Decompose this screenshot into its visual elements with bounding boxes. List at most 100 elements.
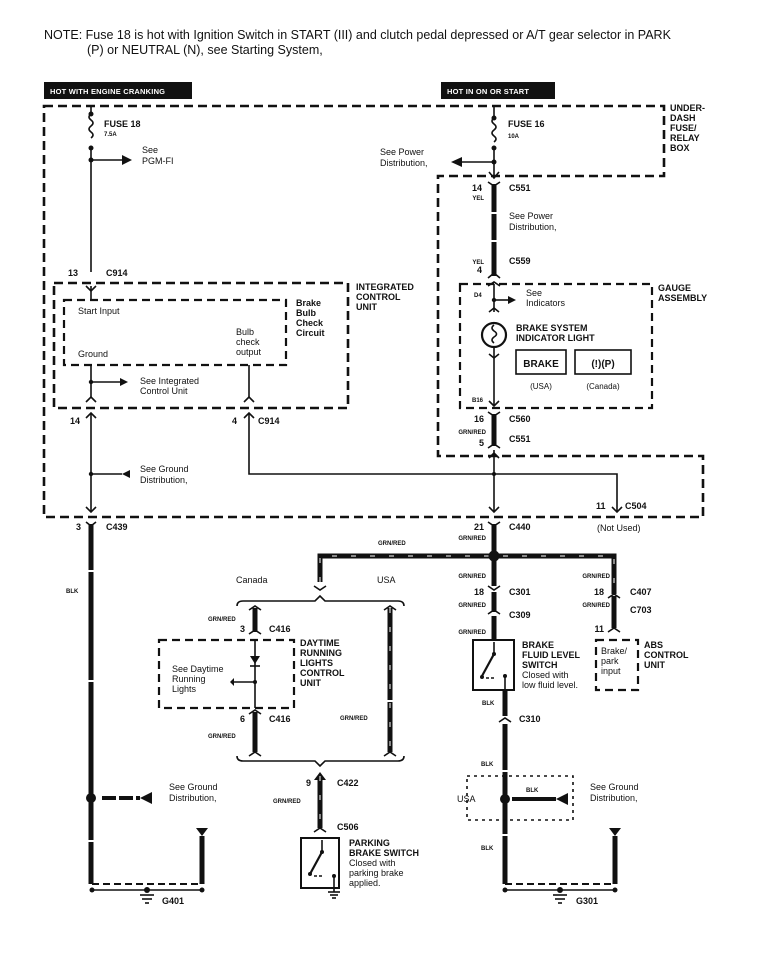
diagram-label: FUSE 16 bbox=[508, 119, 545, 129]
diagram-label: G401 bbox=[162, 896, 184, 906]
abs-control-unit-outline bbox=[594, 638, 640, 692]
arrow-left-icon bbox=[140, 792, 152, 804]
diagram-label: 10A bbox=[508, 134, 520, 140]
diagram-label: Ground bbox=[78, 349, 108, 359]
diagram-label: Check bbox=[296, 318, 324, 328]
diagram-label: C551 bbox=[509, 183, 531, 193]
brake-bulb-check-circuit-outline bbox=[62, 298, 288, 367]
diagram-label: Distribution, bbox=[509, 222, 557, 232]
diagram-label: C560 bbox=[509, 414, 531, 424]
diagram-label: (USA) bbox=[530, 382, 552, 391]
diagram-label: 4 bbox=[477, 265, 482, 275]
diagram-label: CONTROL bbox=[300, 668, 345, 678]
diagram-label: GRN/RED bbox=[208, 617, 236, 623]
diagram-label: BLK bbox=[482, 701, 495, 707]
diagram-label: 3 bbox=[240, 624, 245, 634]
branch-bracket bbox=[236, 594, 405, 607]
arrow-right-icon bbox=[122, 155, 132, 165]
diagram-label: HOT IN ON OR START bbox=[447, 87, 529, 96]
diagram-label: BRAKE SWITCH bbox=[349, 848, 419, 858]
diagram-label: Distribution, bbox=[380, 158, 428, 168]
diagram-label: BLK bbox=[526, 788, 539, 794]
diagram-label: GRN/RED bbox=[208, 734, 236, 740]
diagram-label: 6 bbox=[240, 714, 245, 724]
diagram-label: 11 bbox=[596, 501, 606, 511]
diagram-label: GRN/RED bbox=[582, 574, 610, 580]
diagram-label: 14 bbox=[70, 416, 80, 426]
brake-system-indicator-light: D4 See Indicators B16 BRAKE SYSTEM INDIC… bbox=[472, 281, 595, 408]
diagram-label: 9 bbox=[306, 778, 311, 788]
diagram-label: Distribution, bbox=[590, 793, 638, 803]
diagram-label: 5 bbox=[479, 438, 484, 448]
diagram-label: Distribution, bbox=[140, 475, 188, 485]
diagram-label: Control Unit bbox=[140, 386, 188, 396]
diagram-label: LIGHTS bbox=[300, 658, 333, 668]
diagram-label: See bbox=[142, 145, 158, 155]
diagram-label: 4 bbox=[232, 416, 237, 426]
diagram-label: Bulb bbox=[236, 327, 254, 337]
diagram-label: ABS bbox=[644, 640, 663, 650]
diagram-label: C310 bbox=[519, 714, 541, 724]
diagram-label: INDICATOR LIGHT bbox=[516, 333, 595, 343]
diagram-label: SWITCH bbox=[522, 660, 558, 670]
diagram-label: PGM-FI bbox=[142, 156, 174, 166]
diagram-label: USA bbox=[457, 794, 476, 804]
diagram-label: park bbox=[601, 656, 619, 666]
connector-c914-bottom: 14 4 C914 bbox=[70, 411, 280, 426]
diagram-label: 18 bbox=[594, 587, 604, 597]
diagram-label: YEL bbox=[472, 260, 484, 266]
diagram-label: Bulb bbox=[296, 308, 316, 318]
diagram-label: 18 bbox=[474, 587, 484, 597]
diagram-label: C559 bbox=[509, 256, 531, 266]
power-distribution-reference-top: See Power Distribution, bbox=[380, 147, 494, 168]
note-text: NOTE: Fuse 18 is hot with Ignition Switc… bbox=[44, 28, 754, 58]
arrow-left-icon bbox=[120, 378, 128, 386]
fuse-16: FUSE 16 10A bbox=[488, 106, 545, 180]
diagram-label: 16 bbox=[474, 414, 484, 424]
ground-g401: G401 bbox=[89, 828, 208, 906]
diagram-label: UNIT bbox=[356, 302, 377, 312]
diagram-label: GRN/RED bbox=[340, 716, 368, 722]
diagram-label: C416 bbox=[269, 714, 291, 724]
arrow-left-icon bbox=[122, 470, 130, 478]
diagram-label: C914 bbox=[106, 268, 128, 278]
wire-blk-left: 3 C439 BLK See Ground Distribution, bbox=[66, 521, 218, 884]
arrow-right-icon bbox=[508, 296, 516, 304]
diagram-label: PARKING bbox=[349, 838, 390, 848]
diagram-label: Closed with bbox=[349, 858, 396, 868]
merge-bracket bbox=[236, 755, 405, 768]
diagram-label: See Ground bbox=[140, 464, 189, 474]
brake-bulb-check-circuit-label: Brake Bulb Check Circuit bbox=[296, 298, 325, 338]
diagram-label: 11 bbox=[594, 624, 604, 634]
diagram-label: BLK bbox=[481, 846, 494, 852]
diagram-label: C301 bbox=[509, 587, 531, 597]
diagram-label: C440 bbox=[509, 522, 531, 532]
diagram-label: INTEGRATED bbox=[356, 282, 414, 292]
diagram-label: UNDER- bbox=[670, 103, 705, 113]
note-line-2: (P) or NEUTRAL (N), see Starting System, bbox=[87, 43, 323, 57]
parking-brake-switch: PARKING BRAKE SWITCH Closed with parking… bbox=[300, 837, 419, 899]
brake-symbol-usa: BRAKE (USA) bbox=[515, 349, 567, 391]
diagram-label: C309 bbox=[509, 610, 531, 620]
diagram-label: Indicators bbox=[526, 298, 566, 308]
diagram-label: GRN/RED bbox=[458, 536, 486, 542]
wire-yel: 14 YEL C551 See Power Distribution, YEL … bbox=[472, 181, 557, 279]
connector-c914-top: 13 C914 bbox=[68, 268, 128, 300]
diagram-label: parking brake bbox=[349, 868, 404, 878]
switch-box bbox=[472, 639, 515, 691]
diagram-label: FUSE/ bbox=[670, 123, 697, 133]
diagram-label: Brake bbox=[296, 298, 321, 308]
wire-bulb-check: 11 C504 (Not Used) bbox=[248, 414, 647, 533]
diagram-label: C506 bbox=[337, 822, 359, 832]
diagram-label: See bbox=[526, 288, 542, 298]
diagram-label: output bbox=[236, 347, 262, 357]
wire-blk-right: BLK C310 BLK BLK bbox=[481, 690, 541, 884]
diagram-label: UNIT bbox=[300, 678, 321, 688]
switch-box bbox=[300, 837, 340, 889]
ground-reference-right: USA BLK See Ground Distribution, bbox=[457, 782, 639, 805]
diagram-label: applied. bbox=[349, 878, 381, 888]
diagram-label: YEL bbox=[472, 196, 484, 202]
icu-terminals: Start Input Ground Bulb check output bbox=[78, 306, 262, 359]
diagram-label: 21 bbox=[474, 522, 484, 532]
